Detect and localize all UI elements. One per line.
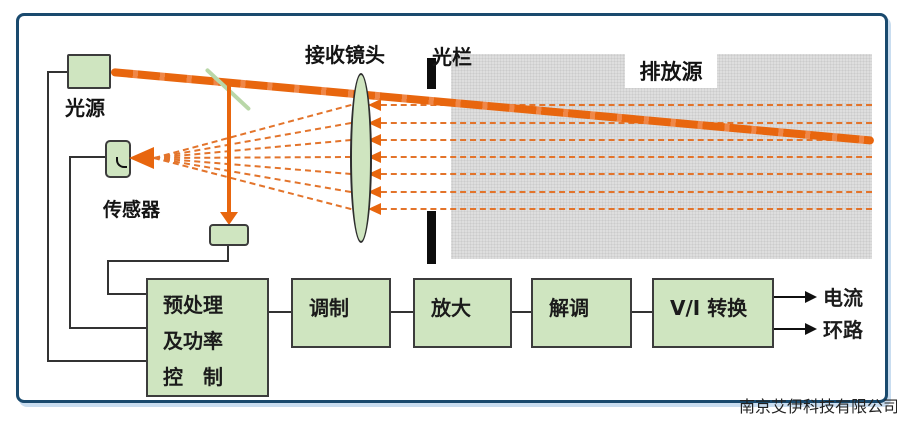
ray-line	[153, 157, 351, 193]
monitor-box	[209, 224, 249, 246]
chain-connector	[512, 311, 531, 313]
wire-segment	[47, 71, 49, 362]
ray-line	[371, 122, 872, 124]
preprocess-box-label: 预处理 及功率 控 制	[163, 293, 223, 389]
ray-line	[371, 139, 872, 141]
wire-segment	[107, 260, 229, 262]
wire-segment	[47, 71, 69, 73]
vi-convert-label: V/I 转换	[670, 296, 748, 320]
ray-arrowhead-icon	[368, 203, 381, 215]
sensor-label: 传感器	[103, 199, 161, 221]
ray-line	[371, 156, 872, 158]
box-preprocess-power-control: 预处理 及功率 控 制	[146, 278, 269, 397]
amplify-label: 放大	[431, 296, 471, 320]
demodulation-label: 解调	[549, 296, 589, 320]
ray-arrowhead-icon	[368, 117, 381, 129]
output-arrow-line	[774, 328, 807, 330]
aperture-bar-top	[427, 58, 436, 89]
wire-segment	[47, 360, 148, 362]
wire-segment	[227, 245, 229, 262]
box-amplify: 放大	[413, 278, 512, 348]
aperture-label: 光栏	[432, 45, 472, 69]
aperture-bar-bottom	[427, 211, 436, 264]
ray-line	[371, 208, 872, 210]
company-label: 南京艾伊科技有限公司	[738, 397, 897, 416]
chain-connector	[391, 311, 413, 313]
receiving-lens	[350, 73, 372, 243]
wire-segment	[107, 293, 148, 295]
box-modulation: 调制	[291, 278, 391, 348]
emission-source-label-box: 排放源	[625, 54, 717, 88]
ray-line	[371, 191, 872, 193]
box-demodulation: 解调	[531, 278, 632, 348]
output-arrow-line	[774, 296, 807, 298]
chain-connector	[632, 311, 652, 313]
chain-connector	[269, 311, 291, 313]
down-arrow-icon	[220, 212, 238, 225]
output-arrow-icon	[805, 323, 817, 335]
receiving-lens-label: 接收镜头	[305, 43, 385, 67]
down-beam-line	[227, 86, 231, 213]
box-vi-convert: V/I 转换	[652, 278, 774, 348]
output-arrow-icon	[805, 291, 817, 303]
light-source-label: 光源	[65, 96, 105, 120]
wire-segment	[69, 156, 107, 158]
wire-segment	[69, 327, 148, 329]
modulation-label: 调制	[309, 296, 349, 320]
light-source-box	[67, 54, 111, 89]
wire-segment	[69, 156, 71, 329]
ray-arrowhead-icon	[368, 99, 381, 111]
emission-source-label: 排放源	[639, 60, 703, 84]
wire-segment	[107, 260, 109, 295]
diagram-panel: 排放源 光源 传感器 接收镜头	[16, 13, 897, 416]
focus-arrowhead-icon	[129, 147, 154, 169]
sensor-mark	[116, 157, 127, 168]
ray-line	[371, 173, 872, 175]
output-label: 电流 环路	[823, 286, 863, 342]
ray-arrowhead-icon	[368, 186, 381, 198]
ray-line	[371, 104, 872, 106]
